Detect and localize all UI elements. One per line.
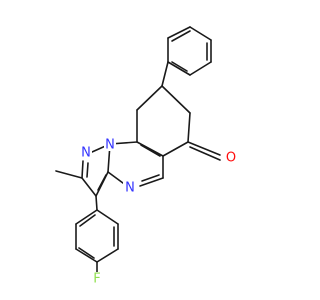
bond-layer — [55, 26, 221, 276]
bond — [79, 214, 96, 227]
bond — [96, 248, 119, 263]
nitrogen-atom: N — [125, 181, 135, 196]
bond — [171, 61, 188, 72]
bond — [161, 85, 191, 114]
bond — [86, 162, 89, 178]
oxygen-atom: O — [226, 151, 236, 166]
bond — [187, 141, 221, 156]
bond — [81, 177, 97, 197]
nitrogen-atom: N — [81, 146, 91, 161]
nitrogen-atom: N — [105, 138, 115, 153]
bond — [81, 160, 84, 179]
bond — [136, 85, 163, 111]
bond — [78, 247, 95, 259]
molecule-drawing: N N N O F — [55, 26, 237, 287]
bond — [189, 61, 212, 76]
bond — [167, 61, 191, 76]
bond — [75, 209, 98, 225]
bond — [171, 30, 191, 42]
bond — [139, 177, 164, 187]
bond — [97, 174, 107, 191]
structure-canvas: N N N O F — [55, 26, 237, 287]
bond — [55, 170, 83, 179]
atom-label-layer: N N N O F — [80, 138, 237, 287]
bond — [189, 146, 221, 161]
bond — [96, 209, 119, 225]
bond — [189, 26, 212, 41]
fluorine-atom: F — [93, 272, 100, 287]
bond — [187, 112, 191, 143]
bond — [95, 195, 98, 211]
bond — [167, 26, 191, 39]
bond — [136, 141, 164, 157]
bond — [141, 174, 160, 182]
bond — [75, 248, 98, 263]
bond — [161, 61, 169, 87]
bond — [162, 141, 189, 157]
bond — [140, 144, 161, 157]
